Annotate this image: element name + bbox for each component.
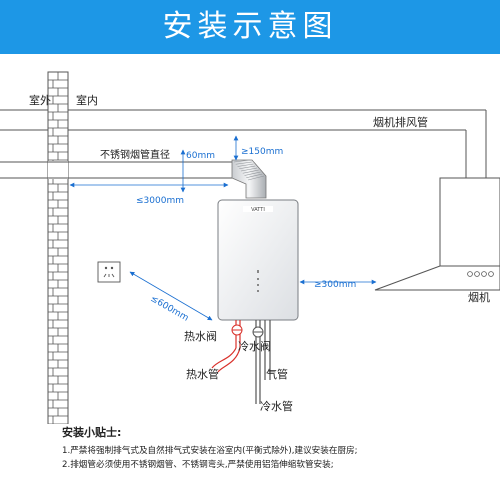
range-hood (374, 177, 500, 291)
hood-exhaust-duct (0, 109, 487, 178)
socket-distance-label: ≤600mm (149, 294, 191, 324)
tip-item-1: 1.严禁将强制排气式及自然排气式安装在浴室内(平衡式除外),建议安装在厨房; (62, 446, 358, 456)
hood-exhaust-pipe-label: 烟机排风管 (373, 115, 428, 129)
cold-water-valve-label: 冷水阀 (238, 339, 271, 353)
side-clearance-label: ≥300mm (314, 280, 356, 290)
tips-title: 安装小贴士: (62, 426, 122, 439)
page-title: 安装示意图 (162, 9, 338, 44)
flue-pipe (0, 161, 240, 179)
indoor-label: 室内 (76, 93, 98, 107)
top-clearance-label: ≥150mm (241, 147, 283, 157)
cold-water-valve (252, 326, 264, 338)
hot-water-valve (231, 324, 243, 336)
installation-diagram: 室外 室内 烟机排风管 烟机 不锈钢烟管 (0, 71, 500, 424)
flue-diameter-value: 60mm (186, 151, 215, 161)
gas-pipe-label: 气管 (266, 367, 288, 381)
power-socket (97, 261, 121, 283)
water-heater: VATTI (217, 199, 299, 321)
dimension-lines (69, 135, 377, 321)
brick-wall (47, 71, 69, 424)
hood-control-buttons (467, 271, 494, 277)
cold-water-pipe-label: 冷水管 (260, 399, 293, 413)
flue-diameter-label: 不锈钢烟管直径 (100, 148, 170, 161)
brand-logo: VATTI (251, 207, 265, 213)
flue-bellows (231, 159, 267, 199)
title-banner: 安装示意图 (0, 0, 500, 54)
hot-water-valve-label: 热水阀 (184, 329, 217, 343)
heater-indicator-lights (257, 270, 259, 292)
hot-water-pipe-label: 热水管 (186, 367, 219, 381)
tip-item-2: 2.排烟管必须使用不锈钢烟管、不锈钢弯头,严禁使用铝箔伸缩软管安装; (62, 460, 334, 470)
range-hood-label: 烟机 (468, 290, 490, 304)
flue-length-label: ≤3000mm (136, 196, 184, 206)
outdoor-label: 室外 (29, 93, 51, 107)
